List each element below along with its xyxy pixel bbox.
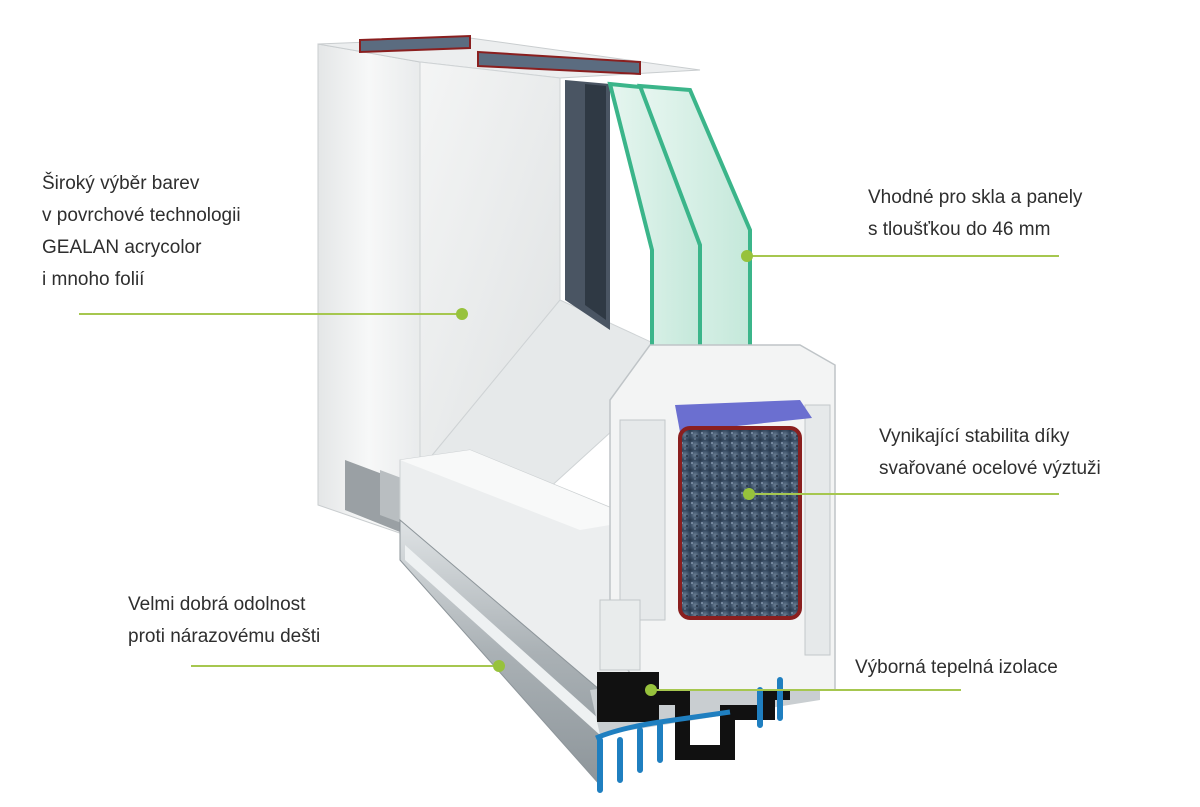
- callout-line: Vhodné pro skla a panely: [868, 187, 1083, 208]
- callout-line: Výborná tepelná izolace: [855, 657, 1058, 678]
- leader-dot-thermal: [645, 684, 657, 696]
- callout-rain-resistance: Velmi dobrá odolnost proti nárazovému de…: [128, 589, 320, 653]
- callout-line: proti nárazovému dešti: [128, 626, 321, 647]
- steel-reinforcement: [678, 426, 802, 620]
- leader-dot-rain: [493, 660, 505, 672]
- callout-steel-reinforcement: Vynikající stabilita díky svařované ocel…: [879, 421, 1101, 485]
- callout-line: s tloušťkou do 46 mm: [868, 219, 1051, 240]
- leader-lines: [79, 250, 1059, 696]
- sash-frame: [399, 61, 691, 691]
- thermal-break: [595, 672, 790, 793]
- callout-line: GEALAN acrycolor: [42, 237, 202, 258]
- callout-line: v povrchové technologii: [42, 205, 241, 226]
- leader-dot-steel: [743, 488, 755, 500]
- callout-line: Široký výběr barev: [42, 173, 200, 194]
- callout-line: svařované ocelové výztuži: [879, 458, 1101, 479]
- callout-line: i mnoho folií: [42, 269, 145, 290]
- callout-line: Velmi dobrá odolnost: [128, 594, 306, 615]
- leader-dot-colors: [456, 308, 468, 320]
- leader-dot-glazing: [741, 250, 753, 262]
- callout-thermal-insulation: Výborná tepelná izolace: [855, 652, 1058, 684]
- callout-line: Vynikající stabilita díky: [879, 426, 1070, 447]
- callout-color-options: Široký výběr barev v povrchové technolog…: [42, 168, 241, 296]
- callout-glazing-thickness: Vhodné pro skla a panely s tloušťkou do …: [868, 182, 1082, 246]
